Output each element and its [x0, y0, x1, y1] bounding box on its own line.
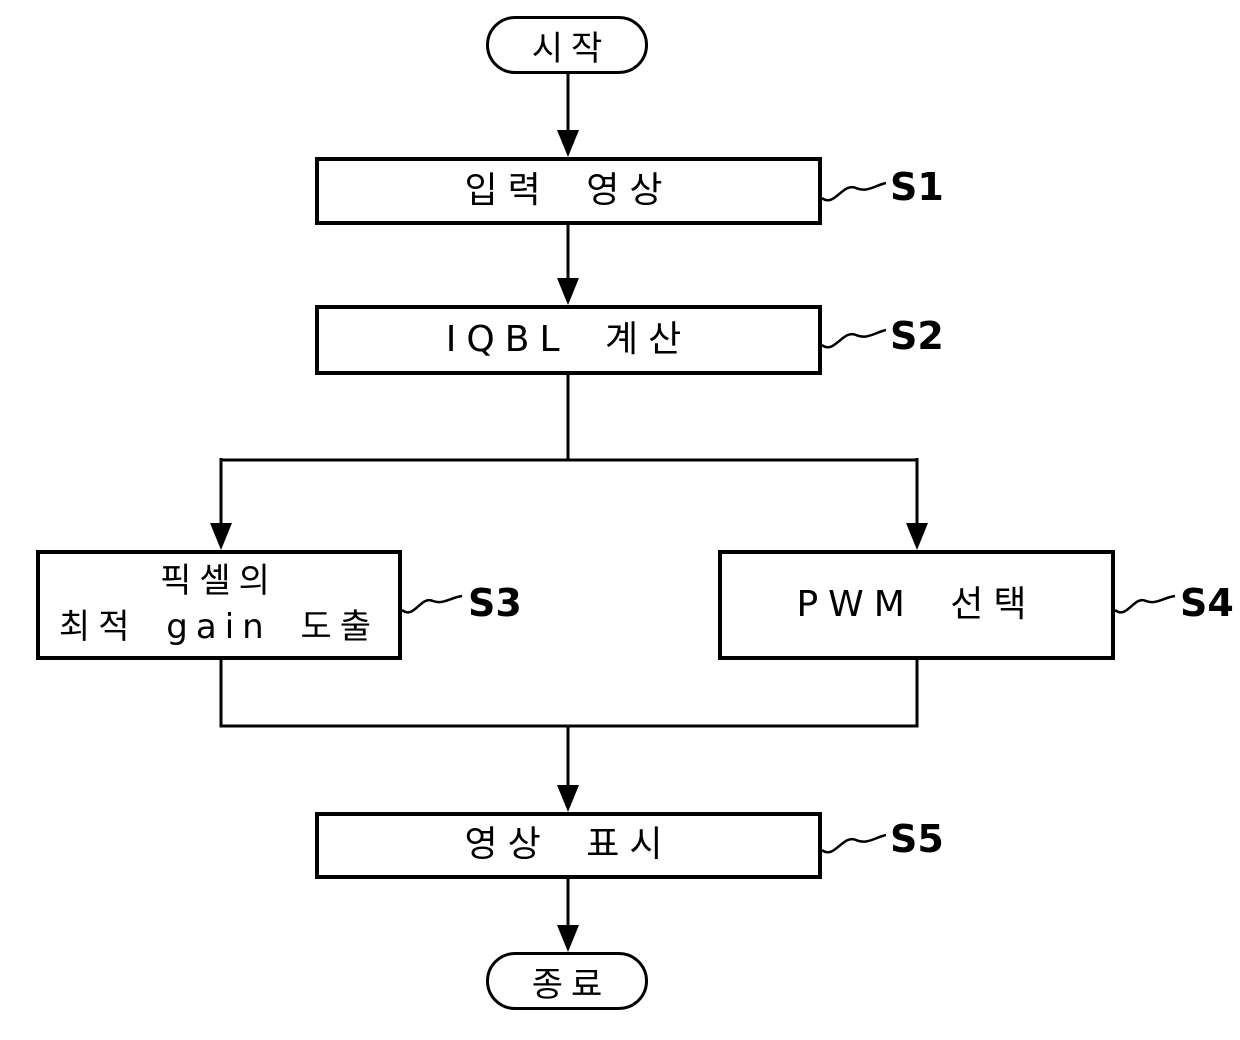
leader-squiggle-s1 [821, 181, 887, 202]
leader-squiggle-s4 [1114, 594, 1176, 614]
terminal-start-label: 시작 [531, 28, 611, 69]
arrow-s1-to-s2 [557, 225, 579, 305]
step-box-s3: 픽셀의 최적 gain 도출 [36, 550, 402, 660]
step-label-s1: 입력 영상 [464, 169, 673, 211]
step-ref-s5: S5 [890, 817, 944, 861]
step-ref-s3: S3 [468, 581, 522, 625]
step-label-s4: PWM 선택 [796, 583, 1037, 625]
arrow-branch-to-s3 [210, 458, 232, 550]
step-box-s5: 영상 표시 [315, 812, 822, 879]
merge-lines-s3-s4 [219, 660, 919, 728]
terminal-start: 시작 [486, 16, 648, 74]
leader-squiggle-s2 [821, 328, 887, 349]
step-box-s1: 입력 영상 [315, 157, 822, 225]
step-box-s4: PWM 선택 [718, 550, 1115, 660]
arrow-start-to-s1 [557, 73, 579, 157]
leader-squiggle-s3 [401, 594, 463, 614]
step-ref-s1: S1 [890, 165, 944, 209]
step-label-s3-line1: 픽셀의 [160, 561, 278, 602]
step-label-s5: 영상 표시 [464, 824, 673, 866]
arrow-merge-to-s5 [557, 726, 579, 812]
terminal-end-label: 종료 [531, 964, 611, 1005]
branch-lines-s2 [219, 375, 919, 462]
step-ref-s4: S4 [1180, 581, 1234, 625]
step-box-s2: IQBL 계산 [315, 305, 822, 375]
leader-squiggle-s5 [821, 833, 887, 854]
arrow-branch-to-s4 [906, 458, 928, 550]
arrow-s5-to-end [557, 879, 579, 952]
step-label-s3-line2: 최적 gain 도출 [58, 607, 380, 647]
step-label-s2: IQBL 계산 [445, 318, 692, 360]
terminal-end: 종료 [486, 952, 648, 1010]
step-ref-s2: S2 [890, 314, 944, 358]
